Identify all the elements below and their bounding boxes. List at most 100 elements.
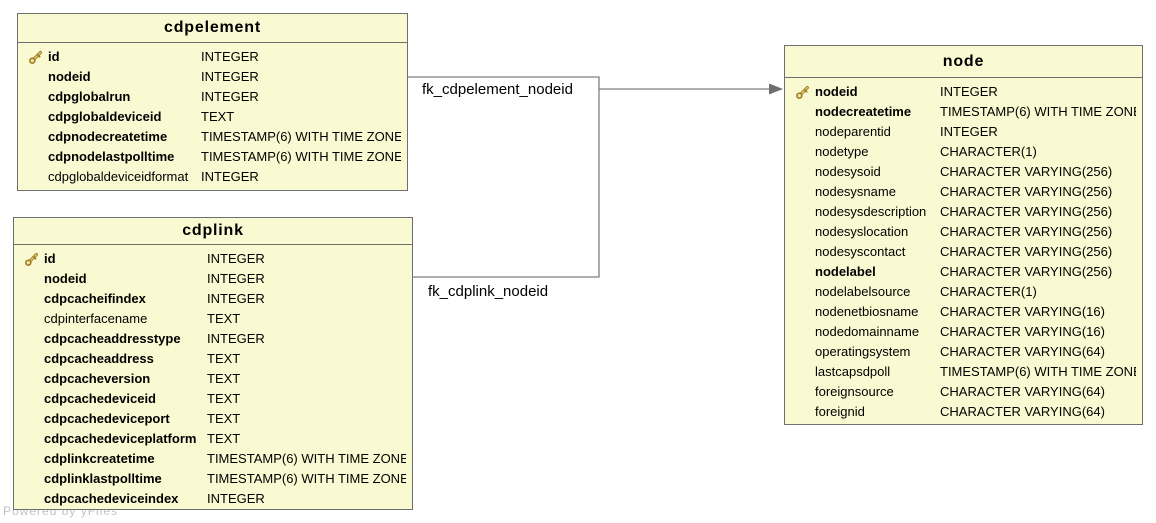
table-columns-node: nodeid INTEGER nodecreatetime TIMESTAMP(… xyxy=(785,78,1142,424)
table-row: id INTEGER xyxy=(14,249,412,269)
column-type: INTEGER xyxy=(207,331,265,346)
table-row: cdpglobalrun INTEGER xyxy=(18,87,407,107)
column-name: operatingsystem xyxy=(815,344,911,359)
column-name: nodesyscontact xyxy=(815,244,906,259)
column-type: INTEGER xyxy=(201,89,259,104)
column-type: TEXT xyxy=(201,109,235,124)
table-row: nodesysoid CHARACTER VARYING(256) xyxy=(785,162,1142,182)
column-name: foreignsource xyxy=(815,384,894,399)
table-row: cdpglobaldeviceidformat INTEGER xyxy=(18,167,407,187)
primary-key-icon xyxy=(24,292,44,307)
column-type: TIMESTAMP(6) WITH TIME ZONE xyxy=(207,471,406,486)
column-type: TEXT xyxy=(207,431,241,446)
column-type: TIMESTAMP(6) WITH TIME ZONE xyxy=(201,149,401,164)
column-name: cdpnodecreatetime xyxy=(48,129,168,144)
table-row: cdpcachedeviceport TEXT xyxy=(14,409,412,429)
primary-key-icon xyxy=(24,272,44,287)
primary-key-icon xyxy=(795,265,815,280)
column-type: INTEGER xyxy=(207,291,265,306)
column-type: TIMESTAMP(6) WITH TIME ZONE xyxy=(940,104,1136,119)
edge-label-fk-cdplink-nodeid[interactable]: fk_cdplink_nodeid xyxy=(428,283,549,300)
table-row: cdplinkcreatetime TIMESTAMP(6) WITH TIME… xyxy=(14,449,412,469)
table-cdplink[interactable]: cdplink id INTEGER nodeid INTEGER cdpcac… xyxy=(13,217,413,510)
primary-key-icon xyxy=(24,472,44,487)
column-type: INTEGER xyxy=(201,169,259,184)
primary-key-icon xyxy=(24,392,44,407)
primary-key-icon xyxy=(28,130,48,145)
column-type: TIMESTAMP(6) WITH TIME ZONE xyxy=(940,364,1136,379)
column-name: lastcapsdpoll xyxy=(815,364,891,379)
column-name: cdpnodelastpolltime xyxy=(48,149,175,164)
primary-key-icon xyxy=(795,305,815,320)
table-columns-cdpelement: id INTEGER nodeid INTEGER cdpglobalrun I… xyxy=(18,43,407,189)
column-name: nodenetbiosname xyxy=(815,304,919,319)
column-type: TIMESTAMP(6) WITH TIME ZONE xyxy=(207,451,406,466)
table-row: id INTEGER xyxy=(18,47,407,67)
table-row: nodesysdescription CHARACTER VARYING(256… xyxy=(785,202,1142,222)
table-row: cdpcachedeviceplatform TEXT xyxy=(14,429,412,449)
column-name: nodedomainname xyxy=(815,324,920,339)
column-name: id xyxy=(48,49,60,64)
column-type: CHARACTER VARYING(64) xyxy=(940,404,1105,419)
column-type: CHARACTER VARYING(16) xyxy=(940,304,1105,319)
primary-key-icon xyxy=(24,312,44,327)
column-name: cdplinklastpolltime xyxy=(44,471,162,486)
column-name: nodelabelsource xyxy=(815,284,911,299)
primary-key-icon xyxy=(795,405,815,420)
table-row: nodeid INTEGER xyxy=(785,82,1142,102)
column-type: CHARACTER VARYING(256) xyxy=(940,204,1113,219)
primary-key-icon xyxy=(795,325,815,340)
column-name: nodeid xyxy=(44,271,87,286)
column-type: TEXT xyxy=(207,371,241,386)
column-name: id xyxy=(44,251,56,266)
table-title-node: node xyxy=(785,46,1142,78)
column-type: CHARACTER VARYING(256) xyxy=(940,164,1113,179)
arrowhead-icon xyxy=(769,83,783,95)
primary-key-icon xyxy=(795,205,815,220)
table-row: cdpcachedeviceindex INTEGER xyxy=(14,489,412,509)
column-type: CHARACTER VARYING(64) xyxy=(940,384,1105,399)
table-node[interactable]: node nodeid INTEGER nodecreatetime TIMES… xyxy=(784,45,1143,425)
column-type: INTEGER xyxy=(201,49,259,64)
column-type: INTEGER xyxy=(201,69,259,84)
edge-fk-cdplink-nodeid[interactable] xyxy=(413,89,600,278)
table-row: foreignsource CHARACTER VARYING(64) xyxy=(785,382,1142,402)
primary-key-icon xyxy=(795,285,815,300)
column-type: INTEGER xyxy=(207,271,265,286)
column-type: CHARACTER VARYING(256) xyxy=(940,244,1113,259)
column-name: nodelabel xyxy=(815,264,876,279)
primary-key-icon xyxy=(795,385,815,400)
table-row: nodeid INTEGER xyxy=(18,67,407,87)
column-name: cdpglobalrun xyxy=(48,89,131,104)
edge-label-fk-cdpelement-nodeid[interactable]: fk_cdpelement_nodeid xyxy=(422,81,573,98)
column-name: cdpcacheversion xyxy=(44,371,151,386)
primary-key-icon xyxy=(28,170,48,185)
primary-key-icon xyxy=(28,110,48,125)
column-name: nodecreatetime xyxy=(815,104,912,119)
table-row: cdpglobaldeviceid TEXT xyxy=(18,107,407,127)
table-columns-cdplink: id INTEGER nodeid INTEGER cdpcacheifinde… xyxy=(14,245,412,511)
table-row: nodesyscontact CHARACTER VARYING(256) xyxy=(785,242,1142,262)
column-name: cdplinkcreatetime xyxy=(44,451,155,466)
table-row: cdplinklastpolltime TIMESTAMP(6) WITH TI… xyxy=(14,469,412,489)
table-row: cdpcacheifindex INTEGER xyxy=(14,289,412,309)
primary-key-icon xyxy=(795,125,815,140)
column-name: cdpcachedeviceindex xyxy=(44,491,179,506)
column-type: CHARACTER VARYING(256) xyxy=(940,184,1113,199)
table-row: nodesyslocation CHARACTER VARYING(256) xyxy=(785,222,1142,242)
column-name: cdpcachedeviceplatform xyxy=(44,431,197,446)
primary-key-icon xyxy=(795,165,815,180)
primary-key-icon xyxy=(24,412,44,427)
table-cdpelement[interactable]: cdpelement id INTEGER nodeid INTEGER cdp… xyxy=(17,13,408,191)
primary-key-icon xyxy=(795,365,815,380)
column-name: foreignid xyxy=(815,404,865,419)
primary-key-icon xyxy=(28,50,48,65)
column-type: TEXT xyxy=(207,411,241,426)
edge-fk-cdpelement-nodeid[interactable] xyxy=(408,76,770,90)
primary-key-icon xyxy=(795,185,815,200)
column-type: CHARACTER VARYING(64) xyxy=(940,344,1105,359)
table-row: cdpnodelastpolltime TIMESTAMP(6) WITH TI… xyxy=(18,147,407,167)
column-type: INTEGER xyxy=(207,251,265,266)
